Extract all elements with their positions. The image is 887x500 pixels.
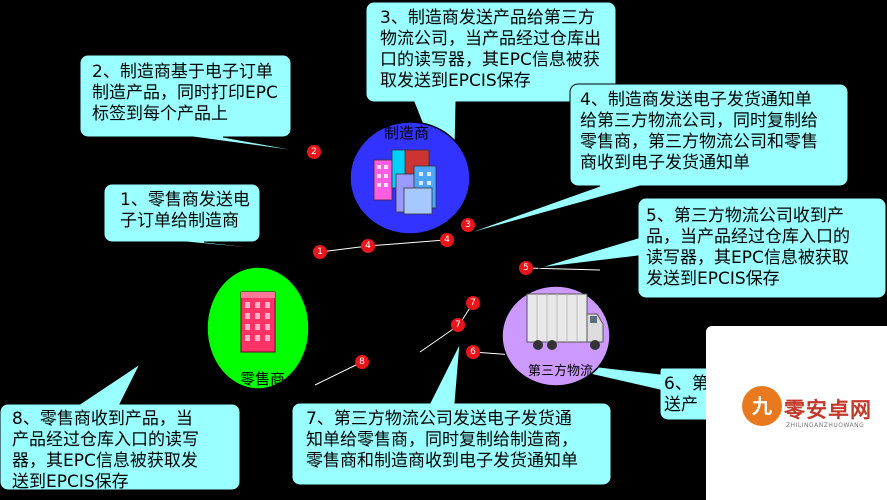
callout-7 xyxy=(291,342,612,486)
logo-mark-icon: 九 xyxy=(742,386,782,426)
factory-buildings-icon xyxy=(373,149,437,215)
retailer-label: 零售商 xyxy=(240,370,286,388)
callout-1 xyxy=(103,183,317,255)
callout-8-text: 8、零售商收到产品，当 产品经过仓库入口的读写 器，其EPC信息被获取发 送到E… xyxy=(12,409,199,492)
callout-7-text: 7、第三方物流公司发送电子发货通 知单给零售商，同时复制给制造商， 零售商和制造… xyxy=(306,409,578,471)
callout-4-text: 4、制造商发送电子发货通知单 给第三方物流公司，同时复制给 零售商，第三方物流公… xyxy=(580,90,818,173)
retailer-node xyxy=(206,266,310,390)
manufacturer-node xyxy=(349,121,471,235)
callout-5 xyxy=(537,197,887,299)
step-marker-8: 8 xyxy=(355,355,369,369)
callout-2-text: 2、制造商基于电子订单 制造产品，同时打印EPC 标签到每个产品上 xyxy=(92,62,278,124)
step-marker-4b: 4 xyxy=(440,233,454,247)
step-marker-2: 2 xyxy=(307,145,321,159)
manufacturer-label: 制造商 xyxy=(384,124,430,142)
callout-8 xyxy=(0,362,241,491)
callout-6 xyxy=(519,357,721,421)
callout-2 xyxy=(79,54,312,154)
step-marker-7b: 7 xyxy=(451,318,465,332)
callout-4 xyxy=(459,83,849,237)
logistics-node xyxy=(501,285,611,387)
watermark-logo: 九 零安卓网 ZHILINGANZHUOWANG xyxy=(706,326,887,500)
step-marker-5: 5 xyxy=(519,261,533,275)
step-marker-6: 6 xyxy=(466,345,480,359)
callout-3-text: 3、制造商发送产品给第三方 物流公司，当产品经过仓库出 口的读写器，其EPC信息… xyxy=(380,8,601,91)
logo-subtitle: ZHILINGANZHUOWANG xyxy=(786,422,865,429)
truck-icon xyxy=(526,293,604,350)
step-marker-4a: 4 xyxy=(361,239,375,253)
callout-1-text: 1、零售商发送电 子订单给制造商 xyxy=(120,190,250,231)
callout-6-text: 6、第 送产 xyxy=(664,374,709,415)
step-marker-7a: 7 xyxy=(466,296,480,310)
step-marker-3: 3 xyxy=(461,218,475,232)
callout-5-text: 5、第三方物流公司收到产 品，当产品经过仓库入口的 读写器，其EPC信息被获取 … xyxy=(646,206,850,289)
logo-name: 零安卓网 xyxy=(784,397,872,422)
store-building-icon xyxy=(240,291,276,353)
logistics-label: 第三方物流 xyxy=(528,364,594,379)
step-marker-1: 1 xyxy=(313,245,327,259)
